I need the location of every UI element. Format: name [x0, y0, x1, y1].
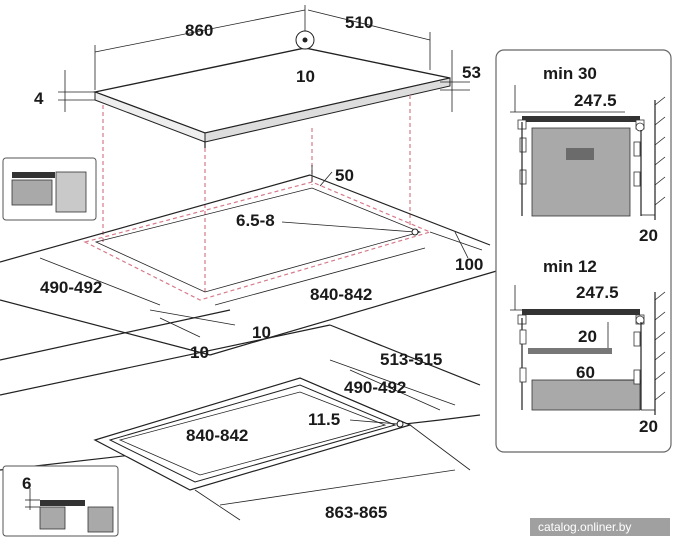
label-hob-width: 860: [185, 21, 213, 40]
label-hob-height: 53: [462, 63, 481, 82]
hob-top-drawing: [58, 5, 470, 295]
label-oven-wall-gap: 20: [639, 226, 658, 245]
cutout-drawing: [0, 165, 501, 356]
label-min-12: min 12: [543, 257, 597, 276]
label-flush-inner-depth: 490-492: [344, 378, 406, 397]
label-flush-outer-depth: 513-515: [380, 350, 442, 369]
side-view-drawer: [510, 285, 666, 415]
label-oven-depth: 247.5: [574, 91, 617, 110]
watermark-bg: [530, 518, 670, 536]
label-side-min-b: 10: [190, 343, 209, 362]
label-hob-center: 10: [296, 67, 315, 86]
label-drawer-depth: 247.5: [576, 283, 619, 302]
label-flush-inner-width: 840-842: [186, 426, 248, 445]
flush-mount-drawing: [0, 309, 481, 521]
inset-section-icon: [2, 465, 119, 537]
label-min-30: min 30: [543, 64, 597, 83]
label-corner-radius: 6.5-8: [236, 211, 275, 230]
label-flush-outer-width: 863-865: [325, 503, 387, 522]
watermark-text: catalog.onliner.by: [538, 520, 631, 534]
label-front-gap: 100: [455, 255, 483, 274]
label-cutout-width: 840-842: [310, 285, 372, 304]
label-shelf-gap: 20: [578, 327, 597, 346]
side-view-oven: [510, 85, 666, 220]
label-glass-thickness: 4: [34, 89, 44, 108]
label-flush-step: 11.5: [308, 410, 340, 429]
worktop-section-icon: [2, 157, 97, 221]
side-views-panel: [495, 49, 672, 453]
label-cutout-margin: 50: [335, 166, 354, 185]
label-hob-depth: 510: [345, 13, 373, 32]
label-side-min-a: 10: [252, 323, 271, 342]
label-clearance: 60: [576, 363, 595, 382]
label-cutout-depth: 490-492: [40, 278, 102, 297]
label-drawer-wall-gap: 20: [639, 417, 658, 436]
label-inset-step: 6: [22, 474, 31, 493]
